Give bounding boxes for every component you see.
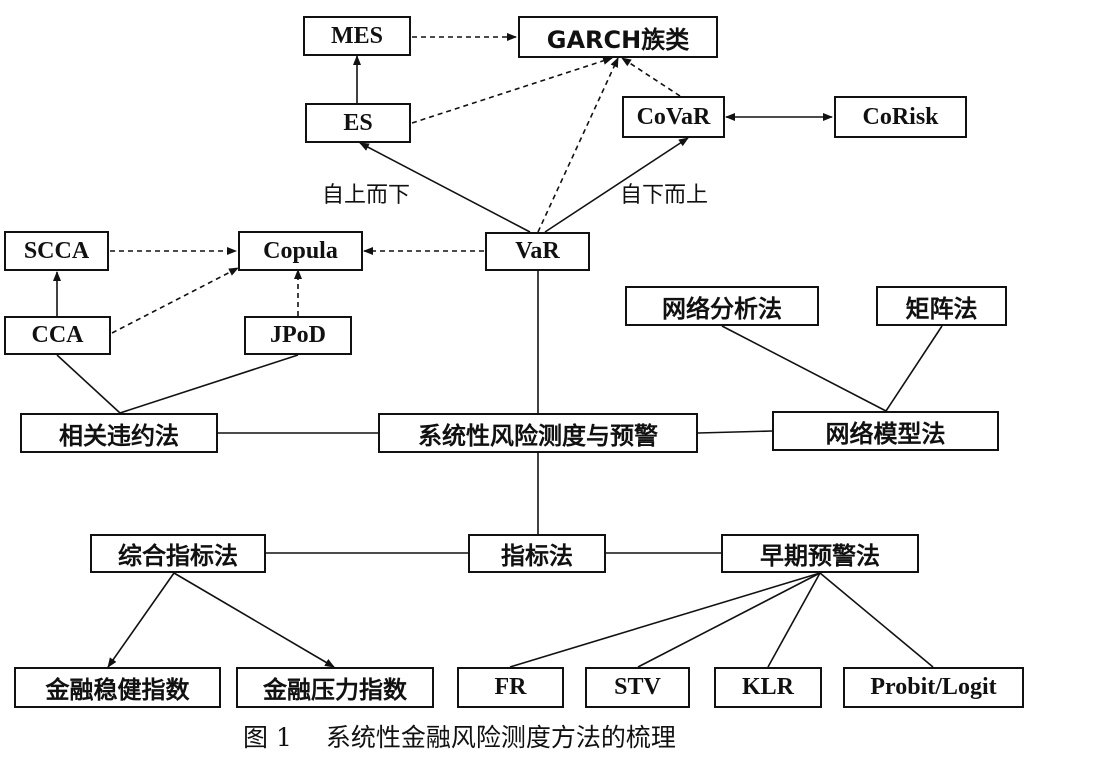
edge-early-klr bbox=[767, 572, 821, 668]
edge-label-bottom-up: 自下而上 bbox=[620, 183, 709, 208]
node-var: VaR bbox=[485, 232, 590, 271]
edge-es-garch bbox=[411, 56, 613, 124]
edge-cca-copula bbox=[111, 267, 239, 334]
node-covar: CoVaR bbox=[622, 96, 725, 138]
figure-number: 图 1 bbox=[243, 723, 292, 752]
edge-early-stv bbox=[637, 572, 821, 668]
node-jpod: JPoD bbox=[244, 316, 352, 355]
edge-matrix-network bbox=[885, 325, 943, 412]
node-corisk: CoRisk bbox=[834, 96, 967, 138]
edge-composite-stress bbox=[173, 572, 335, 668]
node-mes: MES bbox=[303, 16, 411, 56]
node-network-analysis: 网络分析法 bbox=[625, 286, 819, 326]
edge-var-covar bbox=[544, 137, 689, 233]
edge-early-fr bbox=[509, 572, 821, 668]
node-es: ES bbox=[305, 103, 411, 143]
node-stv: STV bbox=[585, 667, 690, 708]
edge-analysis-network bbox=[721, 325, 887, 412]
figure-title: 系统性金融风险测度方法的梳理 bbox=[325, 723, 676, 752]
edge-center-network bbox=[697, 430, 773, 434]
node-matrix: 矩阵法 bbox=[876, 286, 1007, 326]
edge-label-top-down: 自上而下 bbox=[322, 183, 411, 208]
edge-composite-stability bbox=[107, 572, 175, 668]
node-corr-default: 相关违约法 bbox=[20, 413, 218, 453]
node-fin-stress: 金融压力指数 bbox=[236, 667, 434, 708]
edge-var-garch bbox=[537, 57, 619, 233]
node-fr: FR bbox=[457, 667, 564, 708]
figure-caption: 图 1 系统性金融风险测度方法的梳理 bbox=[243, 718, 676, 754]
node-fin-stability: 金融稳健指数 bbox=[14, 667, 221, 708]
edge-var-es bbox=[359, 142, 531, 233]
node-center: 系统性风险测度与预警 bbox=[378, 413, 698, 453]
node-indicator: 指标法 bbox=[468, 534, 606, 573]
edge-early-probit bbox=[819, 572, 934, 668]
node-copula: Copula bbox=[238, 231, 363, 271]
node-composite-index: 综合指标法 bbox=[90, 534, 266, 573]
node-probit: Probit/Logit bbox=[843, 667, 1024, 708]
edge-covar-garch bbox=[621, 57, 681, 97]
edge-cca-corr bbox=[56, 354, 121, 414]
node-cca: CCA bbox=[4, 316, 111, 355]
node-garch: GARCH族类 bbox=[518, 16, 718, 58]
node-scca: SCCA bbox=[4, 231, 109, 271]
node-network-model: 网络模型法 bbox=[772, 411, 999, 451]
edge-jpod-corr bbox=[119, 354, 299, 414]
node-klr: KLR bbox=[714, 667, 822, 708]
node-early-warning: 早期预警法 bbox=[721, 534, 919, 573]
